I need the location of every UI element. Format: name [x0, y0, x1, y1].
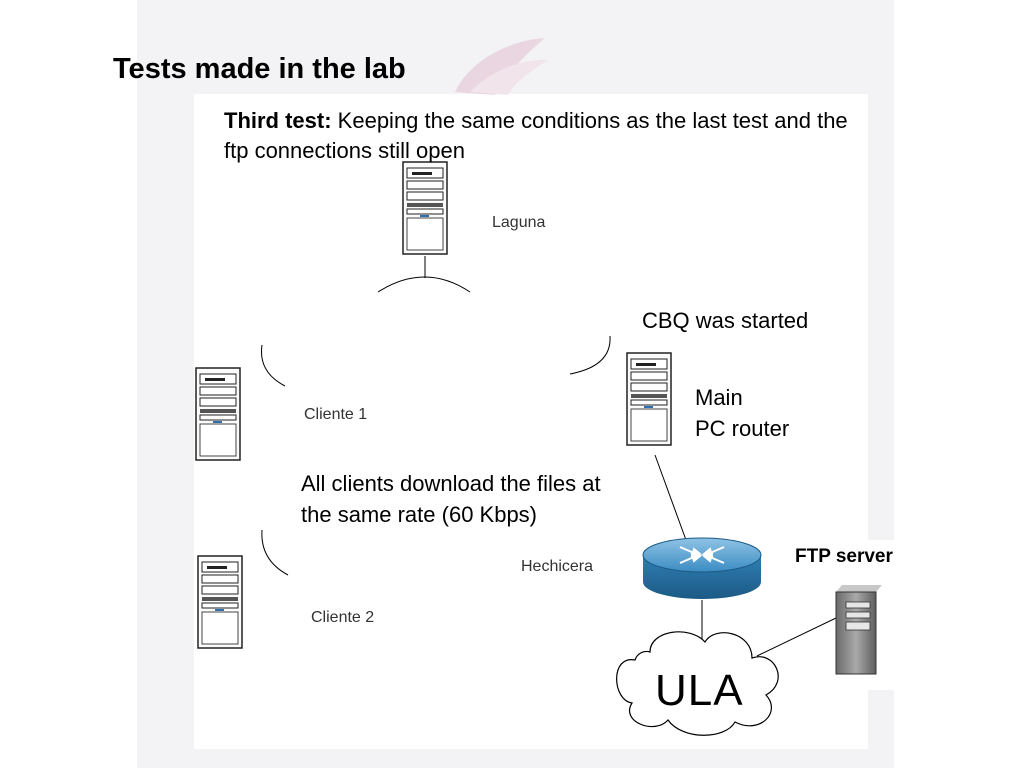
- cliente1-antenna: [260, 344, 286, 387]
- cliente1-pc: [195, 367, 241, 461]
- clients-note-line2: the same rate (60 Kbps): [301, 502, 538, 527]
- cliente2-label: Cliente 2: [311, 609, 375, 626]
- cliente2-pc: [197, 555, 243, 649]
- diagram-panel: [194, 94, 868, 749]
- main-router-pc: [626, 352, 672, 446]
- ftp-server-icon: [835, 585, 882, 675]
- slide-title: Tests made in the lab: [113, 53, 406, 85]
- watermark-logo: [455, 38, 548, 95]
- main-router-antenna: [569, 335, 611, 375]
- main-label: Main: [695, 385, 743, 410]
- cloud-label: ULA: [655, 666, 744, 715]
- test-description-text: Keeping the same conditions as the last …: [224, 108, 848, 163]
- ula-cloud: [616, 631, 779, 736]
- laguna-label: Laguna: [492, 214, 546, 231]
- cliente2-antenna: [261, 529, 289, 576]
- cbq-note: CBQ was started: [642, 308, 809, 333]
- cliente1-label: Cliente 1: [304, 406, 368, 423]
- clients-note-line1: All clients download the files at: [301, 471, 601, 496]
- test-description: Third test: Keeping the same conditions …: [224, 106, 864, 166]
- laguna-antenna: [377, 256, 471, 293]
- link-main-router: [654, 454, 687, 541]
- ftp-server-label: FTP server: [795, 546, 893, 567]
- laguna-pc: [402, 161, 448, 255]
- hechicera-label: Hechicera: [521, 558, 594, 575]
- link-cloud-ftp: [756, 617, 837, 657]
- pc-router-label: PC router: [695, 416, 790, 441]
- test-label: Third test:: [224, 108, 332, 133]
- router-icon: [642, 537, 762, 599]
